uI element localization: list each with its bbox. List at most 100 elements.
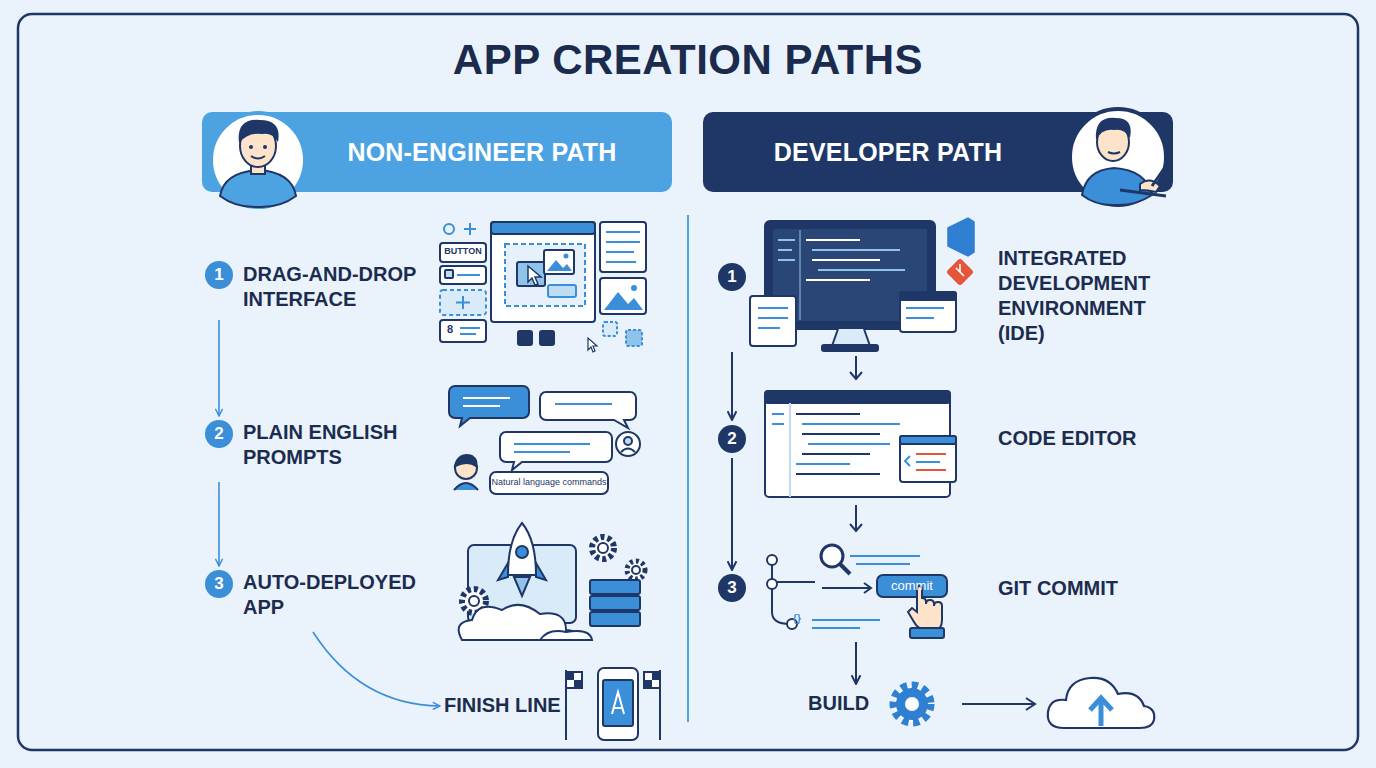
code-editor-illustration-part bbox=[765, 391, 950, 497]
finish-illustration-part bbox=[612, 692, 624, 714]
git-commit-illustration-part bbox=[772, 562, 790, 624]
step-node: 2PLAIN ENGLISH PROMPTS bbox=[205, 420, 435, 478]
code-editor-illustration-part bbox=[900, 436, 956, 482]
chat-illustration-part bbox=[454, 483, 478, 490]
chat-illustration-part bbox=[490, 472, 608, 494]
developer-avatar-part bbox=[1082, 168, 1152, 205]
deploy-illustration-part bbox=[540, 631, 592, 640]
developer-avatar-part bbox=[1152, 160, 1170, 186]
ide-illustration-part bbox=[822, 345, 878, 351]
step-number-circle: 2 bbox=[205, 420, 233, 448]
developer-avatar-part bbox=[1096, 118, 1131, 140]
ide-illustration-part bbox=[806, 279, 870, 281]
step-node: 2CODE EDITOR bbox=[718, 424, 1168, 454]
deploy-illustration-part bbox=[536, 563, 546, 580]
drag-drop-illustration-part bbox=[544, 250, 574, 274]
upload-arrow-part bbox=[962, 698, 1035, 710]
cloud-upload-icon bbox=[1048, 678, 1154, 728]
code-editor-illustration-part bbox=[796, 463, 850, 465]
drag-drop-illustration-part bbox=[445, 270, 453, 278]
code-editor-illustration-part bbox=[802, 423, 900, 425]
drag-drop-illustration-part bbox=[460, 327, 480, 329]
drag-drop-illustration-part bbox=[604, 292, 643, 310]
code-editor-illustration-part bbox=[905, 456, 910, 466]
flow-arrow bbox=[731, 458, 733, 570]
node-label: BUILD bbox=[808, 688, 884, 718]
deploy-illustration-part bbox=[598, 543, 608, 553]
developer-avatar-part bbox=[1070, 109, 1166, 205]
commit-button-label: commit bbox=[877, 578, 947, 593]
git-commit-illustration-part bbox=[767, 579, 777, 589]
widget-number: 8 bbox=[443, 323, 457, 335]
drag-drop-illustration-part bbox=[548, 285, 576, 297]
step-number-circle: 3 bbox=[205, 570, 233, 598]
path-heading: DEVELOPER PATH bbox=[774, 138, 1002, 167]
build-gear-icon-part bbox=[905, 697, 919, 711]
ide-illustration-part bbox=[900, 292, 956, 332]
drag-drop-illustration-part bbox=[528, 266, 541, 285]
non-engineer-avatar-part bbox=[211, 113, 305, 207]
step-label: DRAG-AND-DROP INTERFACE bbox=[243, 262, 439, 312]
ide-illustration-part bbox=[765, 221, 935, 329]
finish-illustration bbox=[566, 668, 660, 740]
chat-illustration-part bbox=[514, 451, 570, 453]
drag-drop-illustration-part bbox=[606, 241, 640, 243]
drag-drop-illustration-part bbox=[547, 260, 572, 271]
step-label: GIT COMMIT bbox=[998, 576, 1168, 601]
deploy-illustration-part bbox=[632, 566, 640, 574]
flow-arrow bbox=[313, 632, 440, 706]
developer-avatar-part bbox=[1108, 152, 1120, 154]
step-node: 1DRAG-AND-DROP INTERFACE bbox=[205, 258, 435, 316]
non-engineer-avatar bbox=[211, 113, 305, 207]
chat-illustration-part bbox=[449, 386, 529, 426]
ide-illustration-part bbox=[818, 269, 905, 271]
code-editor-illustration-part bbox=[772, 413, 784, 415]
upload-arrow bbox=[962, 698, 1035, 710]
step-node: 3 GIT COMMIT bbox=[718, 574, 1168, 638]
non-engineer-avatar-part bbox=[249, 145, 253, 149]
drag-drop-illustration bbox=[440, 222, 646, 352]
chat-illustration-part bbox=[455, 457, 477, 479]
ide-illustration-part bbox=[778, 239, 795, 241]
developer-avatar-part bbox=[1140, 180, 1160, 192]
deploy-illustration-part bbox=[592, 537, 614, 559]
drag-drop-illustration-part bbox=[491, 222, 595, 234]
chat-illustration-part bbox=[500, 432, 612, 470]
step-node: 3AUTO-DEPLOYED APP bbox=[205, 570, 435, 628]
deploy-illustration-part bbox=[590, 612, 640, 626]
ide-illustration-part bbox=[758, 327, 780, 329]
git-commit-illustration-part bbox=[840, 564, 850, 574]
code-editor-illustration bbox=[765, 391, 956, 497]
drag-drop-illustration-part bbox=[505, 244, 585, 306]
git-commit-illustration-part bbox=[772, 581, 815, 583]
build-node: BUILD bbox=[808, 688, 884, 720]
deploy-illustration-part bbox=[469, 596, 479, 606]
code-brace: {} bbox=[789, 613, 805, 624]
step-label: CODE EDITOR bbox=[998, 426, 1168, 451]
step-number-circle: 3 bbox=[718, 574, 746, 602]
prompt-caption: Natural language commands bbox=[491, 477, 607, 487]
deploy-illustration-part bbox=[627, 561, 645, 579]
ide-illustration-part bbox=[758, 317, 788, 319]
code-editor-illustration-part bbox=[916, 461, 940, 463]
drag-drop-illustration-part bbox=[460, 333, 476, 335]
code-editor-illustration-part bbox=[802, 453, 870, 455]
ide-illustration-part bbox=[906, 307, 944, 309]
code-editor-illustration-part bbox=[900, 436, 956, 444]
ide-illustration-part bbox=[750, 296, 796, 346]
ide-illustration-part bbox=[832, 329, 870, 346]
chat-illustration bbox=[449, 386, 640, 494]
git-commit-illustration-part bbox=[877, 575, 947, 597]
flow-arrow bbox=[731, 352, 733, 420]
step-label: INTEGRATED DEVELOPMENT ENVIRONMENT (IDE) bbox=[998, 246, 1168, 346]
git-commit-illustration-part bbox=[812, 627, 860, 629]
non-engineer-avatar-part bbox=[251, 156, 265, 159]
non-engineer-avatar-part bbox=[251, 160, 265, 174]
git-commit-illustration-part bbox=[910, 628, 944, 638]
drag-drop-illustration-part bbox=[440, 243, 486, 262]
step-node: 1INTEGRATED DEVELOPMENT ENVIRONMENT (IDE… bbox=[718, 244, 1168, 348]
code-editor-illustration-part bbox=[808, 443, 890, 445]
deploy-illustration-part bbox=[514, 577, 530, 596]
outer-frame bbox=[18, 14, 1358, 750]
drag-drop-illustration-part bbox=[440, 290, 486, 315]
